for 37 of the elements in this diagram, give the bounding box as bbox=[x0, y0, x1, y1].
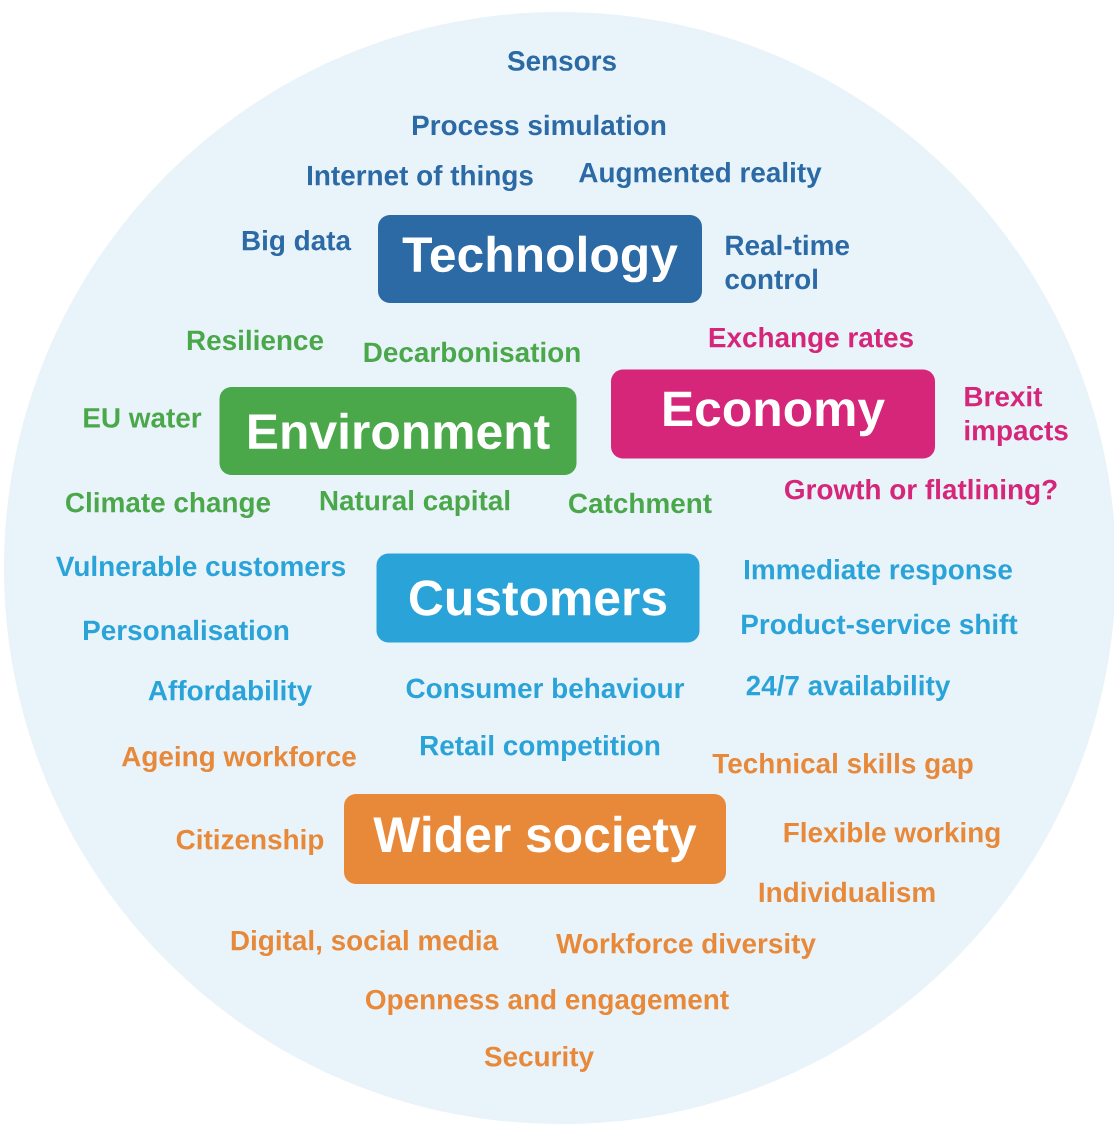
term-label: Growth or flatlining? bbox=[785, 478, 1057, 506]
term-label: Catchment bbox=[569, 492, 712, 514]
term-label: Sensors bbox=[507, 51, 616, 71]
term-label: Climate change bbox=[66, 491, 271, 519]
category-box: Wider society bbox=[344, 794, 726, 884]
term-label: Digital, social media bbox=[231, 929, 499, 957]
term-label: Ageing workforce bbox=[121, 745, 356, 773]
term-label: Technical skills gap bbox=[712, 752, 973, 780]
category-box: Customers bbox=[376, 553, 700, 643]
term-label: 24/7 availability bbox=[746, 675, 951, 701]
category-box: Environment bbox=[219, 387, 577, 475]
term-label: Internet of things bbox=[308, 164, 533, 192]
term-label: Immediate response bbox=[745, 559, 1012, 585]
term-label: Brexit impacts bbox=[965, 386, 1068, 446]
term-label: Process simulation bbox=[413, 114, 666, 136]
term-label: Exchange rates bbox=[709, 326, 913, 354]
category-box: Economy bbox=[611, 369, 935, 459]
term-label: Security bbox=[484, 1046, 594, 1072]
category-box: Technology bbox=[378, 215, 702, 303]
term-label: Individualism bbox=[759, 881, 935, 903]
term-label: Citizenship bbox=[176, 829, 324, 855]
term-label: Retail competition bbox=[421, 735, 660, 761]
term-label: Openness and engagement bbox=[366, 988, 729, 1016]
term-label: Augmented reality bbox=[579, 161, 822, 189]
term-label: Flexible working bbox=[784, 821, 1000, 849]
term-label: Affordability bbox=[148, 680, 312, 706]
term-label: Workforce diversity bbox=[556, 933, 816, 959]
term-label: Product-service shift bbox=[742, 613, 1018, 635]
term-label: Big data bbox=[242, 229, 352, 257]
term-label: Vulnerable customers bbox=[56, 555, 346, 577]
term-label: Consumer behaviour bbox=[406, 677, 685, 699]
term-label: Real-time control bbox=[725, 234, 849, 290]
term-label: Decarbonisation bbox=[364, 341, 580, 363]
term-label: Personalisation bbox=[84, 619, 289, 641]
term-label: EU water bbox=[84, 408, 202, 428]
term-label: Natural capital bbox=[320, 490, 510, 516]
term-label: Resilience bbox=[187, 329, 324, 351]
